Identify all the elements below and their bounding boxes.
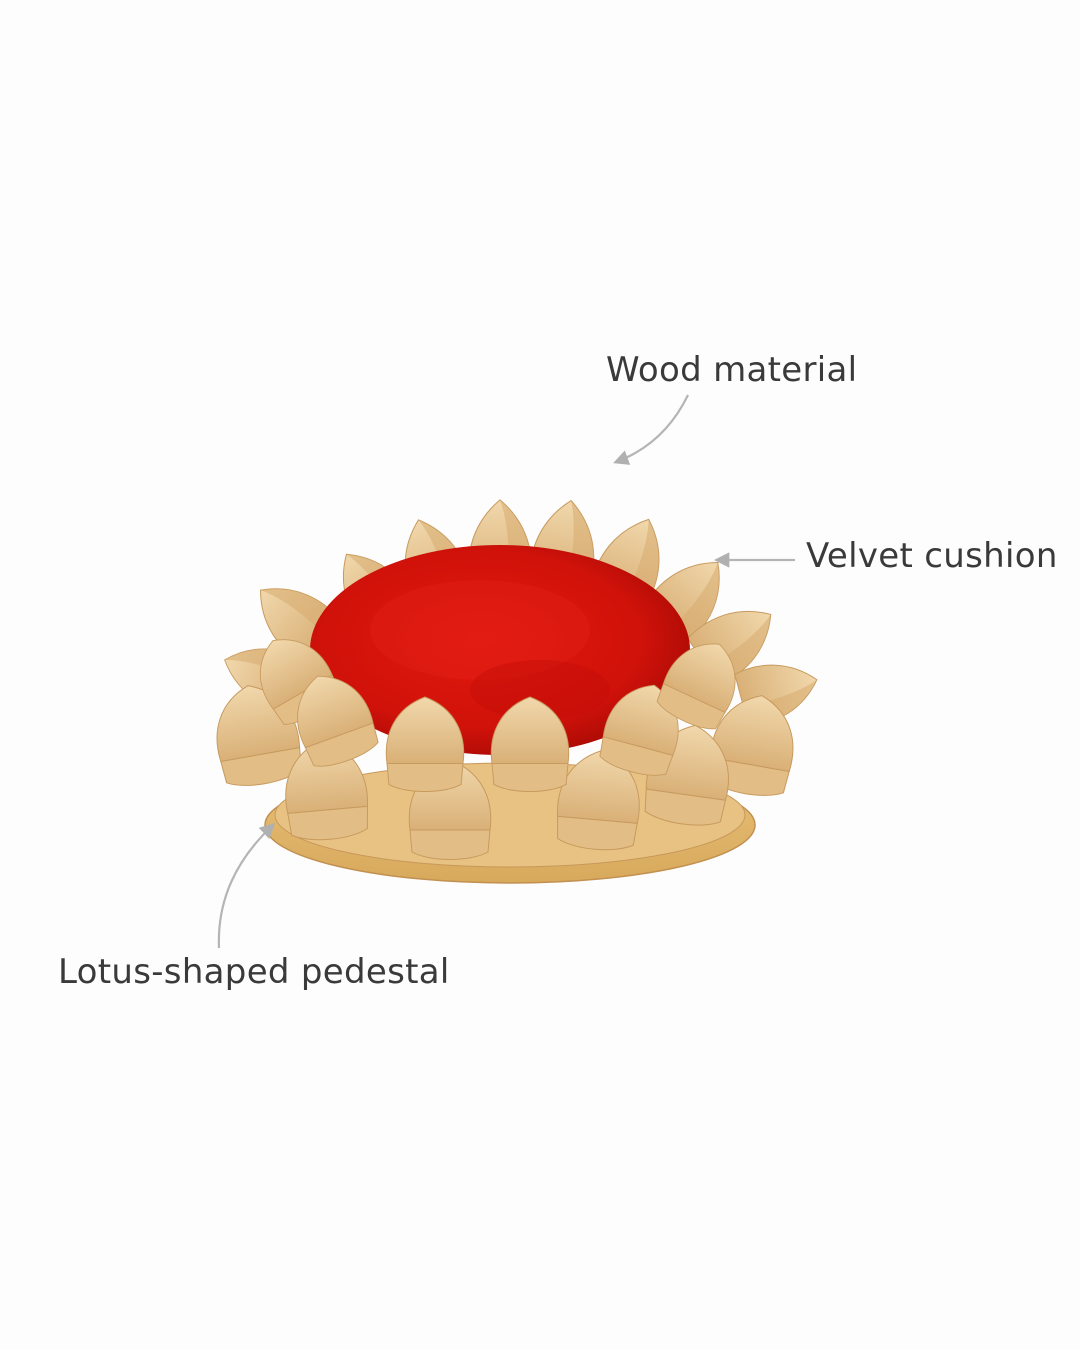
callout-lotus-pedestal: Lotus-shaped pedestal [58,952,450,992]
wood-arrow-icon [613,394,689,465]
callout-wood-material: Wood material [606,350,858,390]
lotus-pedestal-image [207,495,820,884]
callout-velvet-cushion: Velvet cushion [806,536,1058,576]
lotus-arrow-icon [217,822,276,949]
